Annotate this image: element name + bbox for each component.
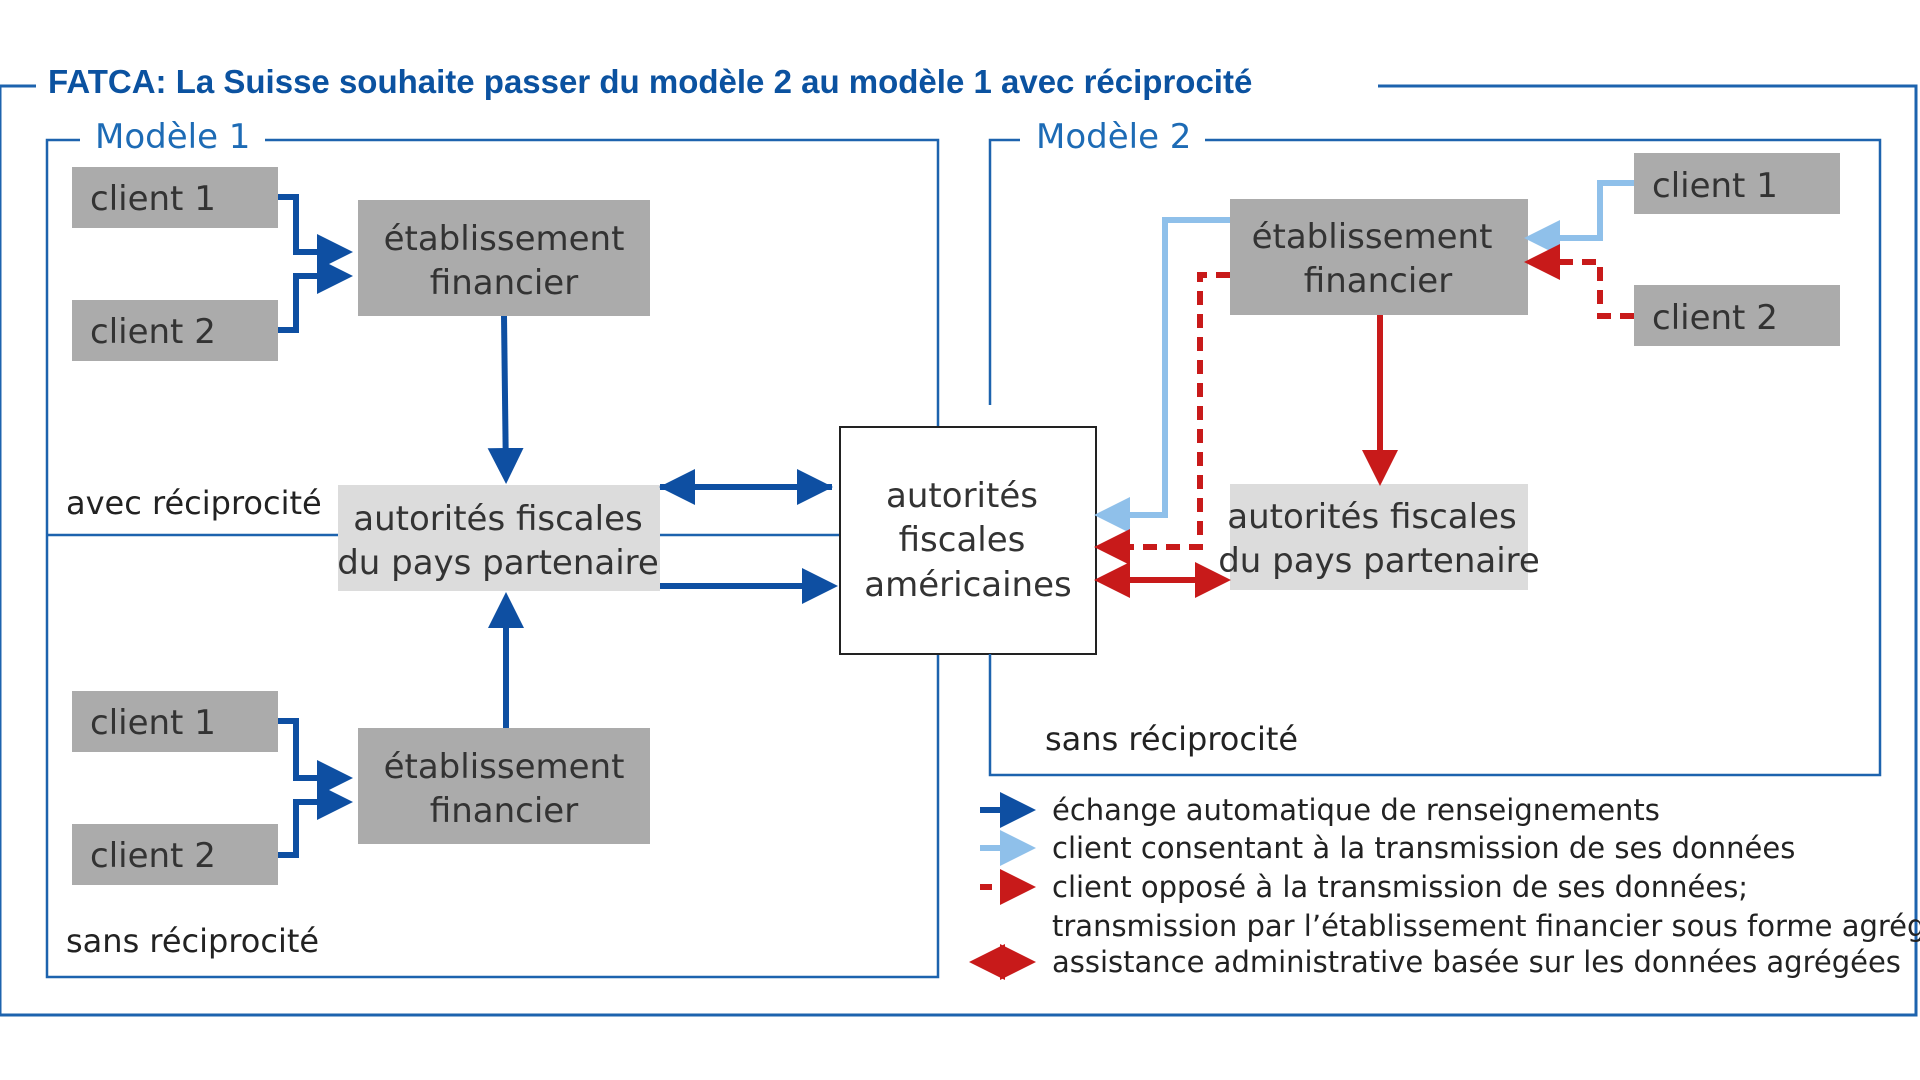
m2-auth-line2: du pays partenaire [1218,541,1540,581]
us-auth-line1: autorités [886,476,1038,516]
outer-frame [0,84,1918,1017]
arrow-m1-top-client1 [278,194,353,270]
model2-frame [988,138,1882,777]
m1-top-etab-line1: établissement [384,219,625,259]
legend-item-opposed-line2: transmission par l’établissement financi… [1052,909,1920,943]
arrow-m2-client2-opposed [1524,244,1634,319]
legend-item-admin-assist: assistance administrative basée sur les … [1052,945,1901,979]
arrow-m1-bottom-client1 [278,718,353,796]
m1-bottom-etab-box [358,728,650,844]
m2-client2-box [1634,285,1840,346]
m2-auth-line1: autorités fiscales [1227,497,1516,537]
m2-etab-line1: établissement [1252,217,1493,257]
model2-label: Modèle 2 [1036,117,1191,157]
arrow-m1-top-client2 [278,258,353,333]
model2-sans-reciprocite: sans réciprocité [1045,720,1298,758]
m1-bottom-client2-label: client 2 [90,836,216,876]
m1-bottom-etab-line2: financier [430,791,578,831]
m2-client2-label: client 2 [1652,298,1778,338]
m1-bottom-etab-line1: établissement [384,747,625,787]
m1-bottom-client2-box [72,824,278,885]
us-auth-box [839,426,1097,655]
us-auth-line2: fiscales [899,520,1026,560]
legend-item-auto-exchange: échange automatique de renseignements [1052,793,1660,827]
model1-avec-reciprocite: avec réciprocité [66,484,322,522]
legend-item-opposed-line1: client opposé à la transmission de ses d… [1052,870,1748,904]
page-title: FATCA: La Suisse souhaite passer du modè… [48,63,1252,100]
arrow-m1-bottom-client2 [278,784,353,858]
model1-frame [45,138,940,979]
us-auth-line3: américaines [864,565,1071,605]
m1-auth-box [338,485,660,591]
arrow-m2-etab-to-us-aggregated [1094,272,1230,565]
m1-top-client1-box [72,167,278,228]
legend: échange automatique de renseignements cl… [969,792,1920,980]
model1-sans-reciprocite: sans réciprocité [66,922,319,960]
legend-item-consent: client consentant à la transmission de s… [1052,831,1795,865]
m1-auth-line1: autorités fiscales [353,499,642,539]
m1-bottom-client1-label: client 1 [90,703,216,743]
arrow-m2-client1-consent [1524,180,1634,256]
m2-client1-box [1634,153,1840,214]
m1-bottom-client1-box [72,691,278,752]
m2-etab-line2: financier [1304,261,1452,301]
arrow-m1-top-etab-to-auth [487,315,524,484]
model1-label: Modèle 1 [95,117,250,157]
m1-top-client2-box [72,300,278,361]
m2-client1-label: client 1 [1652,166,1778,206]
m1-auth-line2: du pays partenaire [337,543,659,583]
m1-top-etab-box [358,200,650,316]
m1-top-etab-line2: financier [430,263,578,303]
m1-top-client2-label: client 2 [90,312,216,352]
m2-auth-box [1230,484,1528,590]
m2-etab-box [1230,199,1528,315]
m1-top-client1-label: client 1 [90,179,216,219]
arrow-m2-etab-to-us-consent [1094,217,1230,533]
